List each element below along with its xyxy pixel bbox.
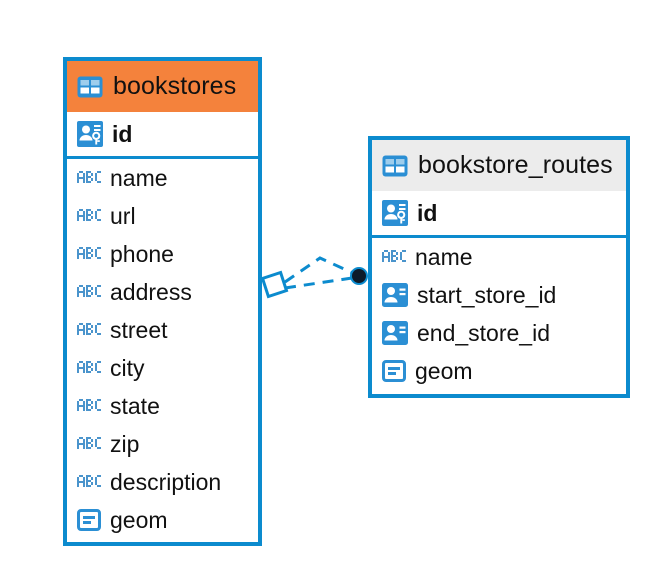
entity-header-bookstores[interactable]: bookstores [67,61,258,112]
relationship-line-upper [284,256,356,284]
text-type-icon [77,171,101,185]
field-name: name [110,164,168,191]
field-row[interactable]: geom [67,501,258,539]
field-name: zip [110,430,140,457]
filled-circle-marker-ring [350,267,368,285]
field-name: name [415,243,473,270]
field-name: end_store_id [417,319,550,346]
entity-title-bookstores: bookstores [113,72,237,100]
foreign-key-icon [382,283,408,307]
table-grid-icon [77,76,103,98]
field-row-primary-key[interactable]: id [372,191,626,235]
field-name: phone [110,240,174,267]
field-row[interactable]: address [67,273,258,311]
field-row[interactable]: street [67,311,258,349]
primary-key-separator [67,156,258,159]
text-type-icon [77,323,101,337]
filled-circle-marker [352,269,366,283]
field-list-bookstores: name ur [67,159,258,539]
primary-key-icon [77,121,103,147]
field-row[interactable]: description [67,463,258,501]
field-name: address [110,278,192,305]
foreign-key-icon [382,321,408,345]
field-name-primary-key: id [417,199,438,226]
field-row[interactable]: geom [372,352,626,390]
diamond-outline-marker [260,270,289,299]
field-name: street [110,316,168,343]
table-grid-icon [382,155,408,177]
relationship-line-lower [284,276,353,290]
field-name: city [110,354,145,381]
geometry-type-icon [77,509,101,531]
field-name: url [110,202,136,229]
field-name: geom [110,506,168,533]
text-type-icon [77,285,101,299]
field-name-primary-key: id [112,120,133,147]
text-type-icon [77,437,101,451]
geometry-type-icon [382,360,406,382]
field-row[interactable]: state [67,387,258,425]
text-type-icon [382,250,406,264]
entity-table-bookstores[interactable]: bookstores id [63,57,262,546]
field-row-primary-key[interactable]: id [67,112,258,156]
text-type-icon [77,361,101,375]
text-type-icon [77,475,101,489]
field-row[interactable]: zip [67,425,258,463]
text-type-icon [77,247,101,261]
field-list-bookstore-routes: name start_store_id [372,238,626,390]
field-name: geom [415,357,473,384]
field-row[interactable]: phone [67,235,258,273]
primary-key-separator [372,235,626,238]
field-name: description [110,468,222,495]
field-row[interactable]: url [67,197,258,235]
field-row[interactable]: city [67,349,258,387]
field-row[interactable]: name [67,159,258,197]
field-row[interactable]: start_store_id [372,276,626,314]
field-row[interactable]: name [372,238,626,276]
entity-header-bookstore-routes[interactable]: bookstore_routes [372,140,626,191]
primary-key-icon [382,200,408,226]
field-name: start_store_id [417,281,557,308]
entity-table-bookstore-routes[interactable]: bookstore_routes id [368,136,630,398]
text-type-icon [77,399,101,413]
text-type-icon [77,209,101,223]
field-name: state [110,392,160,419]
field-row[interactable]: end_store_id [372,314,626,352]
entity-title-bookstore-routes: bookstore_routes [418,151,613,179]
